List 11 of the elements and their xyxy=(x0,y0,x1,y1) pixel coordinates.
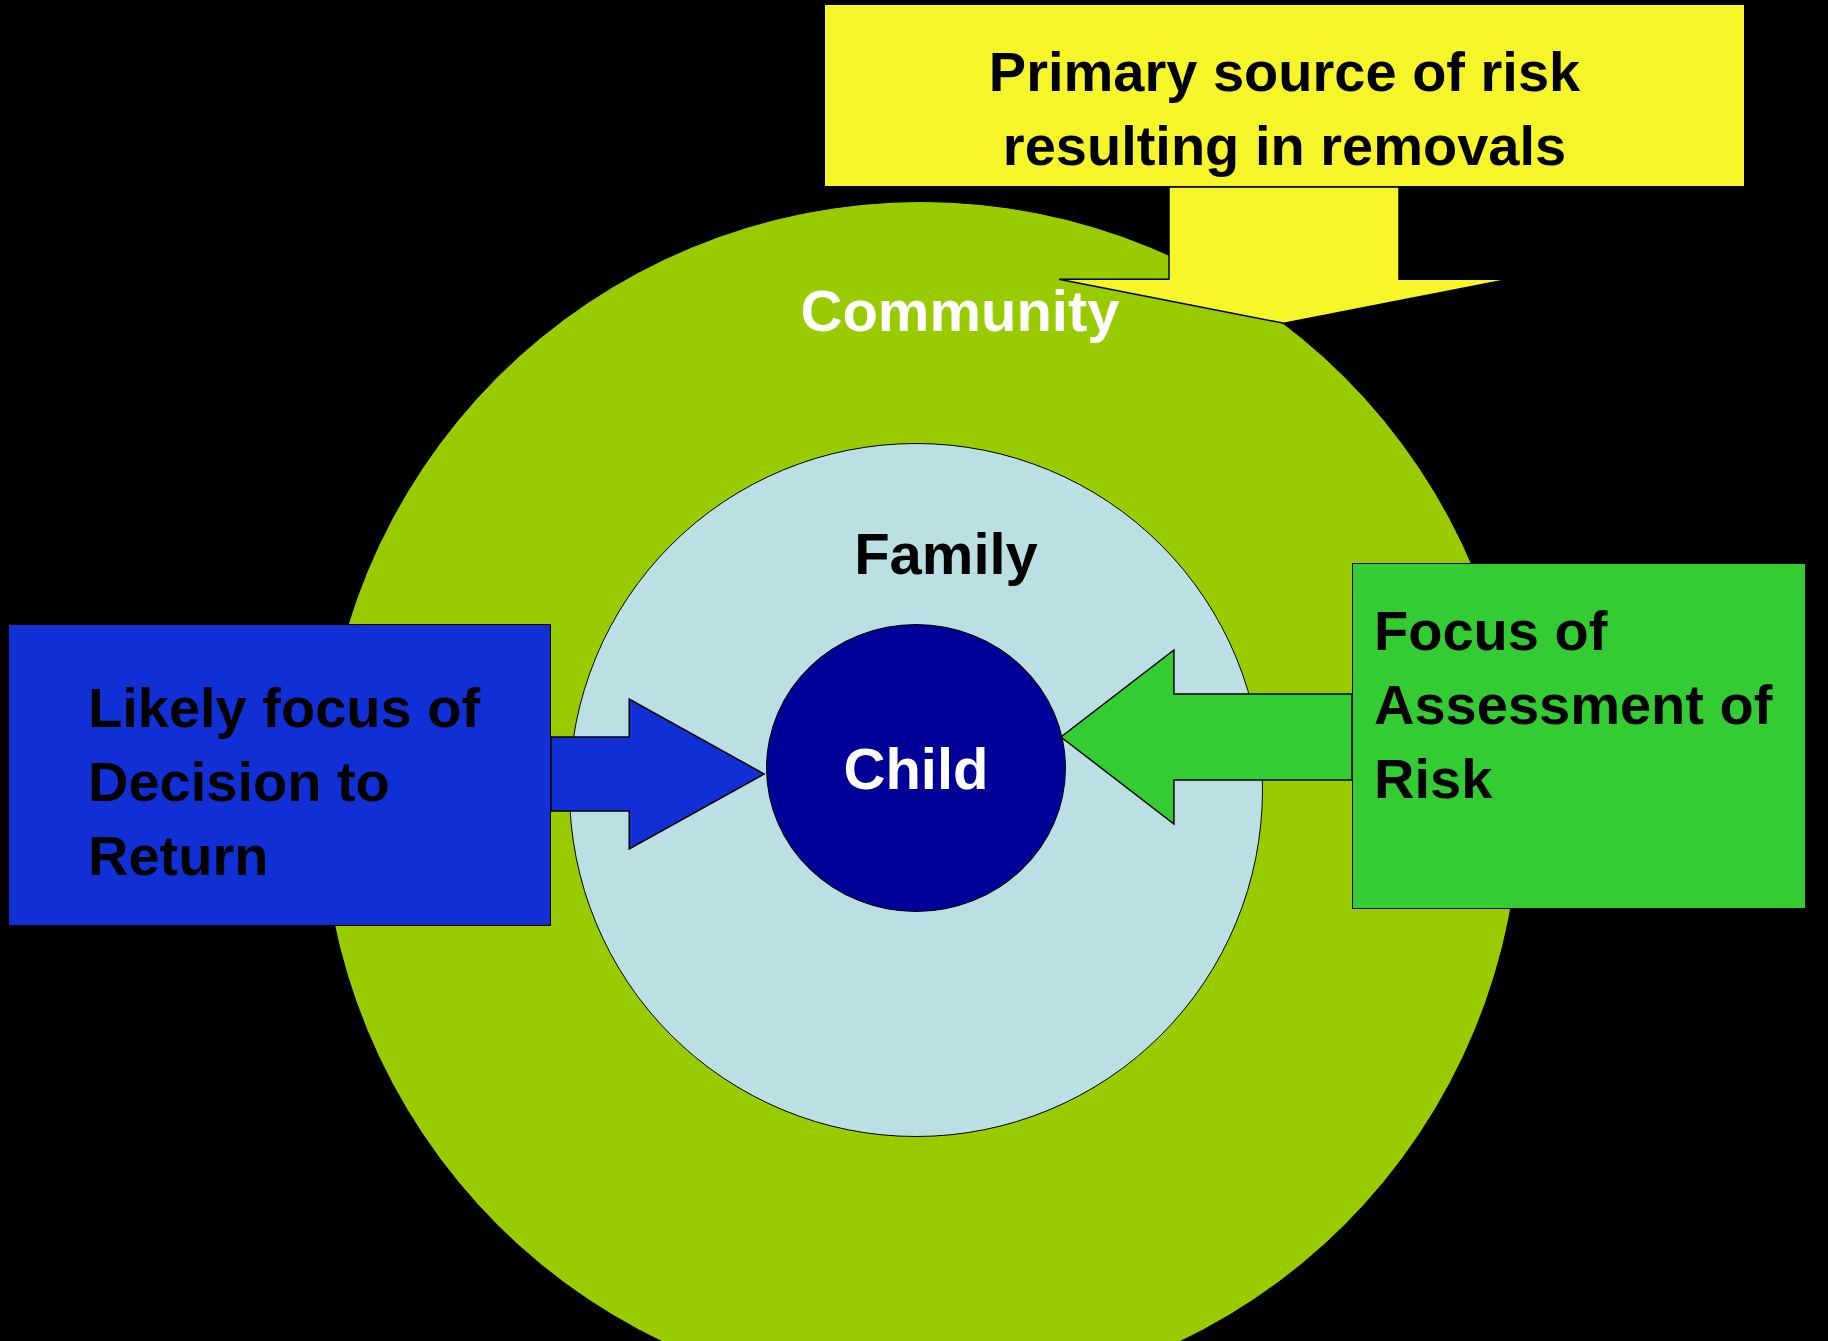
circle-label: Child xyxy=(843,734,989,802)
block-arrow xyxy=(1059,648,1353,826)
circle-label: Family xyxy=(854,519,1038,587)
callout-text: Likely focus of Decision to Return xyxy=(88,675,482,889)
callout-box xyxy=(824,4,1745,187)
block-arrow xyxy=(550,697,766,851)
callout-text: Primary source of risk resulting in removals xyxy=(987,39,1582,179)
callout-box xyxy=(8,624,551,926)
callout-box xyxy=(1352,563,1806,909)
callout-text: Focus of Assessment of Risk xyxy=(1374,598,1774,812)
circle-label: Community xyxy=(800,276,1120,344)
